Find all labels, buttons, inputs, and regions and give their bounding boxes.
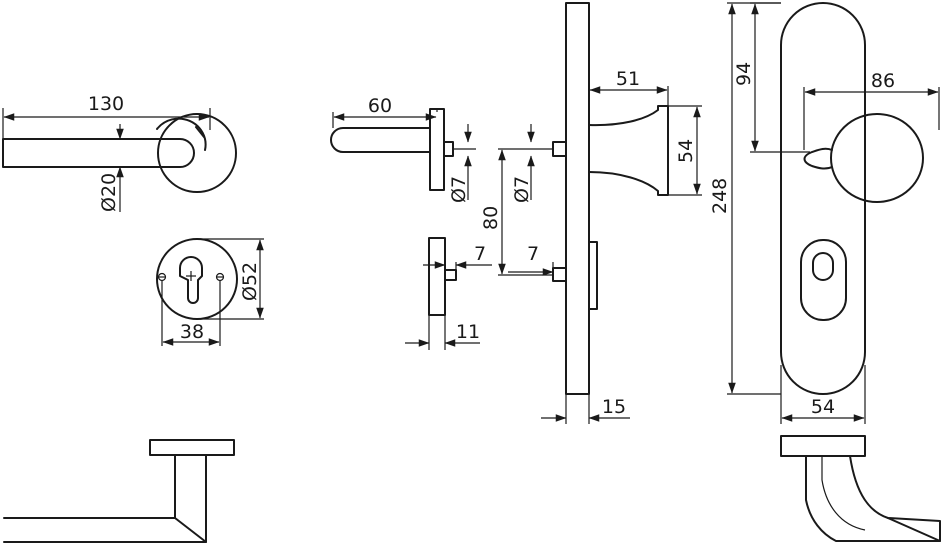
rose-front-view [156,238,238,320]
dim-distance-80: 80 [480,149,553,276]
cylinder-cutout [179,256,203,304]
middle-pin-block [443,141,454,157]
label-pin-right: Ø7 [511,176,533,203]
middle-rose-lower [428,237,457,316]
label-middle-lever-length: 60 [368,95,392,117]
label-plate-length: 248 [709,178,731,214]
dim-lever-diameter: Ø20 [98,124,124,212]
dim-rose-diameter: Ø52 [197,238,264,320]
dim-knob-projection: 51 [589,68,669,106]
screw-hole-left [157,272,167,282]
dim-plate-thickness: 15 [541,394,630,424]
knob-neck [803,147,833,170]
dim-knob-height: 94 [733,2,810,153]
cylinder-slot [812,252,834,281]
middle-lower-rose [428,237,446,316]
dim-offset-right: 7 [508,243,554,276]
label-rose-thickness: 11 [456,321,480,343]
label-lever-length: 130 [88,93,124,115]
label-knob-diameter: 54 [675,139,697,163]
lever-neck-line [195,126,205,138]
dim-hole-spacing: 38 [161,281,221,346]
plate-front-view [780,2,924,395]
label-offset-left: 7 [474,243,486,265]
label-rose-diameter: Ø52 [239,262,261,301]
knob-front [830,113,924,203]
label-pin-left: Ø7 [448,176,470,203]
lever-neck-curve [156,117,207,151]
label-knob-depth: 86 [871,70,895,92]
label-lever-diameter: Ø20 [98,173,120,212]
lever-body [2,138,195,168]
lever-bottom-body [3,454,207,543]
dim-pin-right: Ø7 [498,124,553,203]
dim-knob-diameter: 54 [668,105,702,196]
plate-front [780,2,866,395]
middle-lever [330,127,431,153]
middle-lower-pin [444,269,457,281]
lever-bottom-right-body [805,455,941,542]
lever-bottom-right-view [780,435,941,542]
dim-knob-depth: 86 [803,70,940,150]
rose-circle [156,238,238,320]
middle-rose [429,108,445,191]
label-distance-80: 80 [480,206,502,230]
label-hole-spacing: 38 [180,321,204,343]
dim-rose-thickness: 11 [405,315,480,350]
dim-offset-left: 7 [423,243,492,280]
dim-plate-width: 54 [780,365,866,424]
label-knob-height: 94 [733,62,755,86]
dim-pin-left: Ø7 [448,124,472,203]
knob-side [588,105,669,196]
label-plate-thickness: 15 [602,396,626,418]
label-offset-right: 7 [527,243,539,265]
cylinder-guard-front [800,239,847,321]
lever-bottom-right-rose [780,435,866,457]
plate-pin-bottom [552,267,567,282]
dim-lever-length: 130 [2,93,211,139]
screw-hole-right [215,272,225,282]
cylinder-guard-side [588,241,598,310]
dim-middle-lever-length: 60 [332,95,438,128]
label-knob-projection: 51 [616,68,640,90]
lever-bottom-view [3,439,235,543]
plate-pin-top [552,141,567,157]
dim-plate-length: 248 [709,2,781,395]
lever-bottom-rose [149,439,235,456]
plate-side-view [552,2,669,395]
label-plate-width: 54 [811,396,835,418]
plate-side [565,2,590,395]
lever-bottom-right-inner [821,456,866,531]
